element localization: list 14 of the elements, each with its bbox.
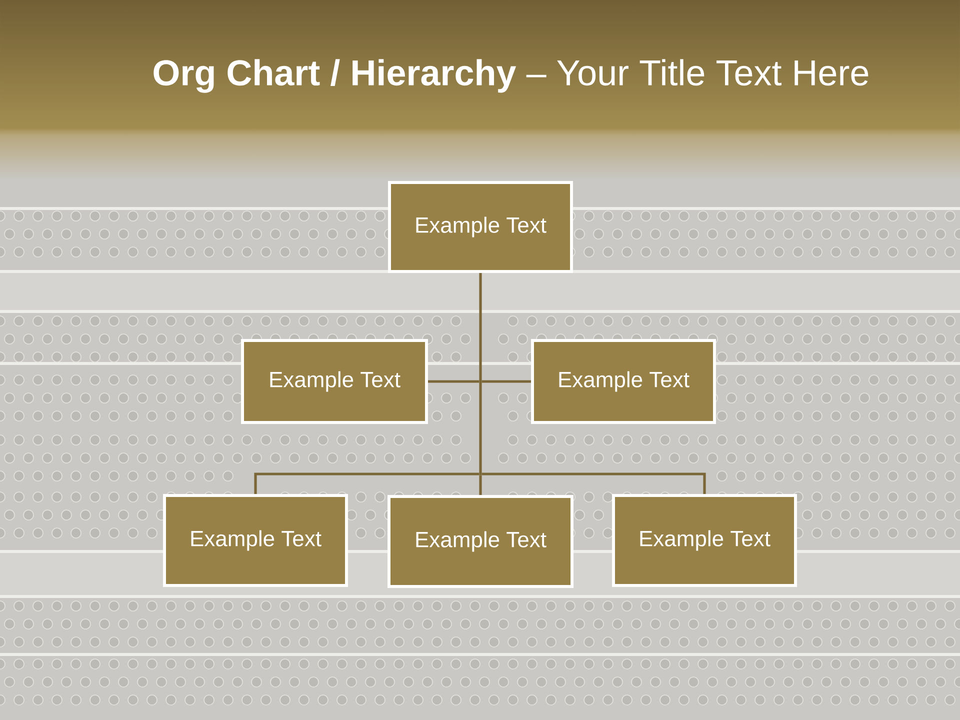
org-chart-box: Example Text (531, 339, 716, 424)
org-chart-box: Example Text (612, 494, 797, 587)
org-chart-box: Example Text (388, 495, 574, 588)
org-chart-box: Example Text (241, 339, 428, 424)
connector-line (428, 380, 480, 383)
org-chart-box: Example Text (163, 494, 348, 587)
connector-line (254, 472, 480, 494)
org-chart-box: Example Text (388, 181, 573, 273)
connector-line (479, 475, 482, 495)
connector-line (482, 472, 706, 494)
connector-line (479, 273, 482, 382)
slide-title: Org Chart / Hierarchy – Your Title Text Here (154, 59, 868, 93)
connector-line (482, 380, 531, 383)
connector-line (479, 382, 482, 476)
